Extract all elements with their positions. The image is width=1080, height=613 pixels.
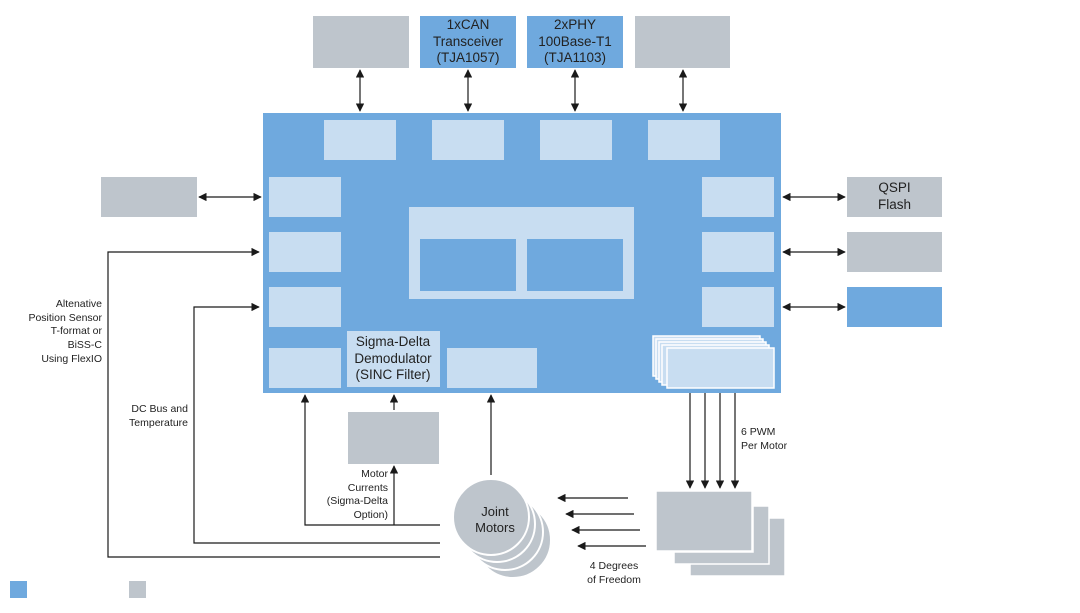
- sigma-delta-box: [347, 331, 440, 387]
- degrees-of-freedom-label: 4 Degrees of Freedom: [587, 560, 641, 586]
- top-external-box-2: [635, 16, 730, 68]
- phy-box: [527, 16, 623, 68]
- inner-left-2: [269, 232, 341, 272]
- phy-label: 2xPHY 100Base-T1 (TJA1103): [538, 16, 612, 66]
- can-transceiver-box: [420, 16, 516, 68]
- legend-nxp-swatch: [10, 581, 27, 598]
- gate-driver-front: [655, 490, 753, 552]
- pwm-stack-front: [666, 347, 775, 389]
- inner-top-2: [432, 120, 504, 160]
- inner-left-1: [269, 177, 341, 217]
- dc-bus-line: [193, 302, 440, 544]
- current-sense-box: [348, 412, 439, 464]
- core-1: [420, 239, 516, 291]
- legend-external-swatch: [129, 581, 146, 598]
- inner-top-3: [540, 120, 612, 160]
- left-external-box: [101, 177, 197, 217]
- inner-left-3: [269, 287, 341, 327]
- core-2: [527, 239, 623, 291]
- pwm-label: 6 PWM Per Motor: [741, 426, 788, 452]
- qspi-flash-box: [847, 177, 942, 217]
- inner-top-1: [324, 120, 396, 160]
- motor-feedback-line: [300, 394, 440, 526]
- top-external-box-1: [313, 16, 409, 68]
- right-external-box: [847, 232, 942, 272]
- alt-position-line: [107, 247, 440, 558]
- can-transceiver-label: 1xCAN Transceiver (TJA1057): [432, 16, 504, 66]
- alt-position-sensor-label: Altenative Position Sensor T-format or B…: [28, 298, 102, 365]
- inner-left-4: [269, 348, 341, 388]
- right-nxp-box: [847, 287, 942, 327]
- qspi-flash-label: QSPI Flash: [877, 180, 911, 212]
- joint-motors-label: Joint Motors: [475, 503, 515, 535]
- inner-bottom-box: [447, 348, 537, 388]
- inner-top-4: [648, 120, 720, 160]
- inner-right-1: [702, 177, 774, 217]
- inner-right-2: [702, 232, 774, 272]
- motor-circle-1: [452, 478, 530, 556]
- inner-right-3: [702, 287, 774, 327]
- dc-bus-label: DC Bus and Temperature: [129, 403, 188, 429]
- motor-currents-label: Motor Currents (Sigma-Delta Option): [326, 468, 388, 521]
- sigma-delta-label: Sigma-Delta Demodulator (SINC Filter): [354, 333, 432, 383]
